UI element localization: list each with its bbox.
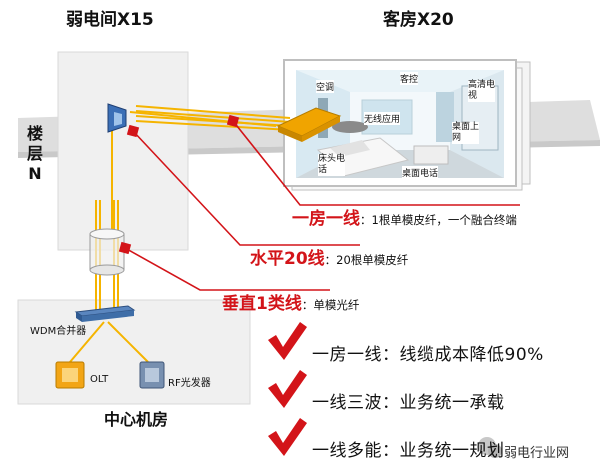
check-icon	[268, 322, 307, 360]
label-guest-control: 客控	[400, 72, 419, 85]
floor-label: 楼 层 N	[24, 124, 46, 184]
label-olt: OLT	[90, 374, 109, 385]
rf-transmitter-icon	[139, 361, 165, 389]
benefit-3: 一线多能：业务统一规划	[312, 441, 505, 461]
weak-room-panel	[57, 51, 189, 251]
check-icon	[268, 418, 307, 456]
callout-vertical-key: 垂直1类线	[222, 294, 302, 314]
olt-icon	[55, 361, 85, 389]
watermark-text: 弱电行业网	[504, 446, 570, 461]
optical-splitter-icon	[107, 103, 127, 133]
callout-room-line-key: 一房一线	[292, 209, 360, 229]
callout-horizontal: 水平20线：20根单模皮纤	[250, 244, 408, 269]
callout-room-line: 一房一线：1根单模皮纤，一个融合终端	[292, 204, 517, 229]
wdm-rf-link	[107, 321, 149, 363]
callout-horizontal-desc: ：20根单模皮纤	[324, 253, 409, 267]
label-hd-tv-line2: 视	[468, 91, 478, 101]
label-bedside-line1: 床头电	[318, 154, 346, 164]
wdm-olt-link	[69, 321, 105, 363]
room-line-marker	[226, 114, 240, 128]
label-desk-net: 桌面上 网	[452, 122, 480, 144]
check-icons	[268, 322, 307, 456]
room-fiber	[129, 111, 277, 127]
check-icon	[268, 370, 307, 408]
weak-room-title: 弱电间X15	[66, 10, 154, 30]
floor-label-line1: 楼	[26, 124, 43, 143]
label-rf: RF光发器	[168, 378, 211, 389]
callout-room-line-desc: ：1根单模皮纤，一个融合终端	[360, 213, 517, 227]
benefit-1: 一房一线：线缆成本降低90%	[312, 345, 544, 365]
callout-vertical-desc: ：单模光纤	[301, 298, 360, 312]
label-ac: 空调	[316, 80, 335, 93]
fiber-cylinder	[89, 228, 125, 276]
watermark-logo-icon	[478, 437, 502, 458]
center-room-title: 中心机房	[104, 410, 169, 429]
label-bedside-phone: 床头电 话	[318, 154, 346, 176]
label-desk-net-line2: 网	[452, 133, 462, 143]
vertical-line-marker	[118, 241, 132, 255]
guest-room-title: 客房X20	[383, 10, 454, 30]
horizontal-line-marker	[126, 124, 140, 138]
callout-leaders	[124, 120, 520, 291]
label-wdm: WDM合并器	[30, 326, 87, 337]
floor-label-line3: N	[28, 164, 42, 183]
label-bedside-line2: 话	[318, 165, 328, 175]
callout-vertical: 垂直1类线：单模光纤	[222, 289, 359, 314]
callout-horizontal-key: 水平20线	[250, 249, 325, 269]
fusion-terminal-icon	[276, 107, 342, 142]
label-hd-tv-line1: 高清电	[468, 80, 496, 90]
benefit-2: 一线三波：业务统一承载	[312, 393, 505, 413]
wdm-combiner-icon	[74, 305, 136, 322]
label-desk-phone: 桌面电话	[402, 166, 439, 179]
label-wireless: 无线应用	[364, 112, 401, 125]
floor-label-line2: 层	[26, 144, 43, 163]
label-desk-net-line1: 桌面上	[452, 122, 480, 132]
label-hd-tv: 高清电 视	[468, 80, 496, 102]
